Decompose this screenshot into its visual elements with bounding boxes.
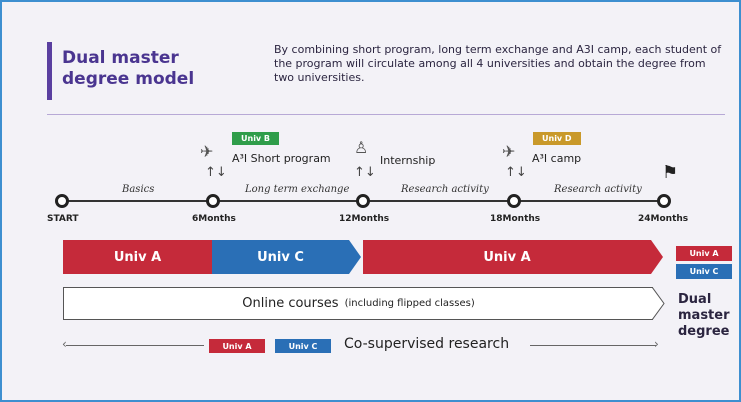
airplane-icon: ✈ [502,142,516,161]
description-text: By combining short program, long term ex… [274,43,722,84]
cosup-univ-a: Univ A [209,339,265,353]
cosup-line-left [66,345,204,346]
result-label: Dual master degree [678,292,730,340]
updown-arrows-icon: ↑↓ [505,165,527,180]
left-arrow-icon: ‹ [62,337,67,351]
timeline-node [55,194,69,208]
result-line: master [678,308,730,323]
updown-arrows-icon: ↑↓ [354,165,376,180]
right-arrow-icon: › [654,337,659,351]
cosup-label: Co-supervised research [344,336,510,352]
timeline-node [657,194,671,208]
timeline-node [206,194,220,208]
univ-c-bar: Univ C [212,240,349,274]
segment-label-research-1: Research activity [401,184,489,195]
univ-a-bar: Univ A [363,240,651,274]
online-courses-bar: Online courses (including flipped classe… [63,287,653,320]
flag-icon: ⚑ [662,162,679,183]
timeline-node [507,194,521,208]
legend-univ-c: Univ C [676,264,732,279]
online-courses-note: (including flipped classes) [344,298,475,309]
title-accent-bar [47,42,52,100]
page-title: Dual master degree model [62,48,195,89]
univ-a-bar: Univ A [63,240,212,274]
tick-start: START [47,214,79,224]
cosup-line-right [530,345,656,346]
camp-label: A³I camp [532,152,582,165]
tick-24months: 24Months [638,214,689,224]
timeline-node [356,194,370,208]
tick-6months: 6Months [192,214,236,224]
person-icon: ♙ [354,138,369,157]
legend-univ-a: Univ A [676,246,732,261]
airplane-icon: ✈ [200,142,214,161]
univ-b-badge: Univ B [232,132,280,145]
univ-d-badge: Univ D [533,132,581,145]
result-line: degree [678,324,730,339]
segment-label-research-2: Research activity [554,184,642,195]
internship-label: Internship [380,154,436,167]
univ-a-arrow [651,240,663,274]
updown-arrows-icon: ↑↓ [205,165,227,180]
segment-label-basics: Basics [122,184,155,195]
divider [47,114,725,115]
tick-18months: 18Months [490,214,541,224]
cosup-univ-c: Univ C [275,339,331,353]
online-courses-label: Online courses [242,296,339,311]
univ-c-arrow [349,240,361,274]
result-line: Dual [678,292,712,307]
short-program-label: A³I Short program [232,152,331,165]
tick-12months: 12Months [339,214,390,224]
segment-label-exchange: Long term exchange [245,184,350,195]
online-courses-arrow-tip [652,287,665,320]
